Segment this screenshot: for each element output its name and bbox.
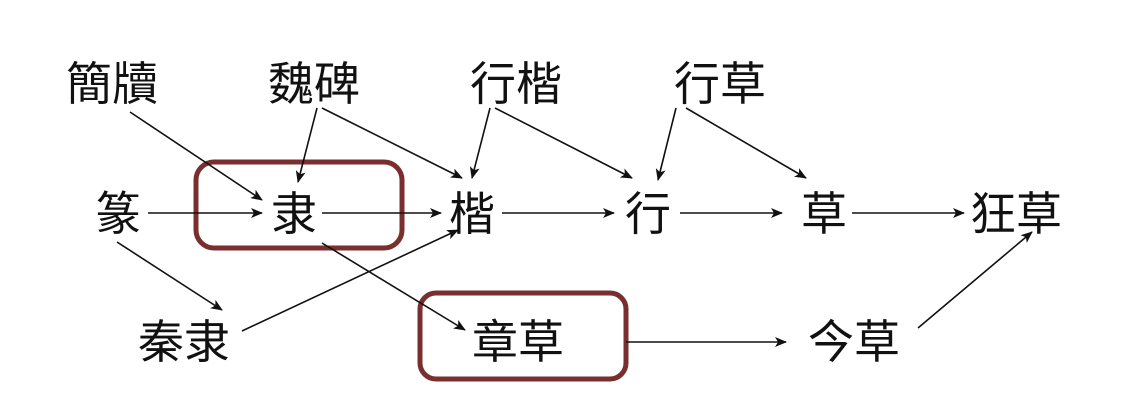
node-kuangcao: 狂草: [970, 187, 1062, 241]
node-zhuan: 篆: [95, 187, 141, 241]
highlight-box-li: [193, 159, 405, 251]
edge-jiandu-li: [129, 111, 263, 201]
edge-xingcao-cao: [685, 107, 807, 179]
node-li: 隶: [271, 187, 317, 241]
edge-qinli-kai: [241, 229, 459, 332]
node-weibei: 魏碑: [268, 57, 360, 111]
highlight-box-zhangcao: [417, 290, 629, 382]
nodes: 簡牘 魏碑 行楷 行草 篆 隶 楷 行 草 狂草 秦隶 章草 今草: [66, 57, 1062, 369]
edge-weibei-li: [295, 107, 318, 183]
edge-li-zhangcao: [321, 242, 466, 331]
edge-xingcao-xing: [655, 107, 677, 181]
node-xing: 行: [625, 187, 671, 241]
node-kai: 楷: [449, 187, 495, 241]
node-xingkai: 行楷: [470, 57, 562, 111]
node-jincao: 今草: [808, 315, 900, 369]
edge-zhuan-qinli: [116, 241, 223, 311]
node-xingcao: 行草: [674, 57, 766, 111]
node-jiandu: 簡牘: [66, 57, 158, 111]
edge-xingkai-kai: [469, 107, 491, 179]
edge-jincao-kuangcao: [917, 231, 1033, 329]
edge-weibei-kai: [321, 107, 463, 179]
node-zhangcao: 章草: [472, 315, 564, 369]
node-qinli: 秦隶: [138, 315, 230, 369]
edge-xingkai-xing: [494, 107, 633, 179]
node-cao: 草: [801, 187, 847, 241]
edges: [116, 107, 1033, 347]
